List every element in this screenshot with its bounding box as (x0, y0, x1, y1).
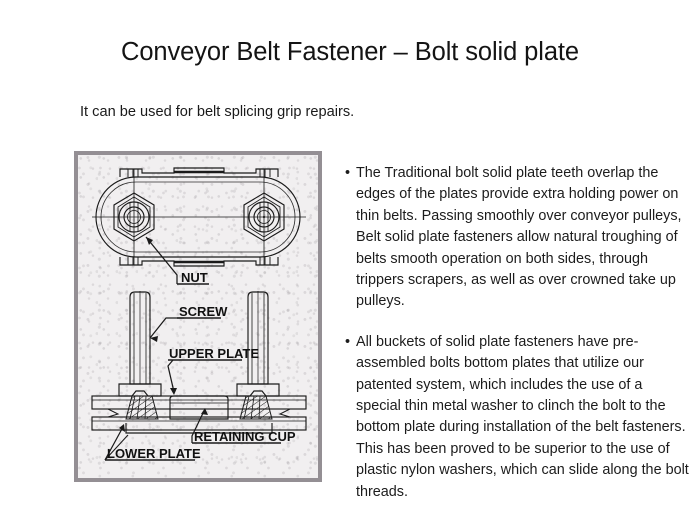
right-nut-center-dot (262, 215, 266, 219)
body-paragraph-1-text: The Traditional bolt solid plate teeth o… (356, 165, 682, 310)
top-view-thread-ticks (127, 169, 271, 265)
label-upper-plate: UPPER PLATE (169, 346, 259, 361)
body-paragraph-2: • All buckets of solid plate fasteners ha… (345, 332, 690, 503)
top-view-left-nut (113, 192, 155, 242)
top-view-right-nut (243, 192, 285, 242)
left-clinch-wedge (125, 395, 159, 420)
lower-plate-leader-line-b (104, 434, 129, 461)
label-retaining-cup: RETAINING CUP (194, 429, 296, 444)
left-nut-hex-inner (117, 196, 151, 238)
nut-leader-arrowhead (146, 237, 153, 245)
section-view-group (91, 291, 307, 461)
right-screw-head (236, 383, 280, 397)
right-nut-bore-circle (257, 210, 271, 224)
right-nut-bolt-circle (253, 206, 275, 228)
left-nut-hex-outer (113, 192, 155, 242)
left-belt-wedge (107, 408, 120, 418)
screw-leader-line (149, 317, 184, 339)
top-view-group (92, 167, 306, 285)
upper-plate-leader-line (167, 359, 175, 393)
lower-plate-leader-arrowhead (119, 424, 125, 432)
top-view-plate-inner-edge (100, 181, 296, 253)
label-nut: NUT (181, 270, 208, 285)
retaining-cup-block (169, 395, 229, 420)
fastener-diagram-svg: NUT SCREW UPPER PLATE RETAINING CUP LOWE… (91, 167, 307, 461)
lower-plate-band (91, 416, 307, 431)
page-title: Conveyor Belt Fastener – Bolt solid plat… (121, 38, 579, 66)
upper-plate-leader-arrowhead (170, 388, 177, 395)
nut-leader-line (145, 236, 178, 284)
body-paragraph-1: • The Traditional bolt solid plate teeth … (345, 163, 690, 313)
bullet-icon: • (345, 333, 351, 350)
diagram-callout-labels: NUT SCREW UPPER PLATE RETAINING CUP LOWE… (107, 270, 296, 461)
left-nut-bore-circle (127, 210, 141, 224)
body-text-column: • The Traditional bolt solid plate teeth … (345, 163, 690, 522)
right-screw-shaft (247, 291, 269, 385)
screw-leader-arrowhead (150, 336, 158, 342)
right-nut-washer-circle (248, 201, 280, 233)
right-clinch-wedge (239, 395, 273, 420)
lower-plate-leader-line-a (104, 426, 124, 461)
left-screw (118, 291, 162, 397)
bullet-icon: • (345, 165, 351, 181)
right-screw (236, 291, 280, 397)
upper-plate-band (91, 395, 307, 410)
left-screw-head (118, 383, 162, 397)
fastener-diagram-figure: NUT SCREW UPPER PLATE RETAINING CUP LOWE… (74, 151, 322, 482)
retaining-cup-leader-line (191, 410, 205, 443)
right-nut-hex-outer (243, 192, 285, 242)
page-subtitle: It can be used for belt splicing grip re… (80, 104, 355, 120)
label-lower-plate: LOWER PLATE (107, 446, 201, 461)
left-nut-bolt-circle (123, 206, 145, 228)
label-screw: SCREW (179, 304, 228, 319)
left-screw-shaft (129, 291, 151, 385)
body-paragraph-2-text: All buckets of solid plate fasteners hav… (356, 333, 689, 500)
diagram-linework (91, 167, 307, 461)
right-belt-wedge (278, 408, 291, 418)
left-nut-washer-circle (118, 201, 150, 233)
retaining-cup-leader-arrowhead (201, 408, 208, 415)
right-nut-hex-inner (247, 196, 281, 238)
bottom-retaining-strap (125, 423, 273, 434)
